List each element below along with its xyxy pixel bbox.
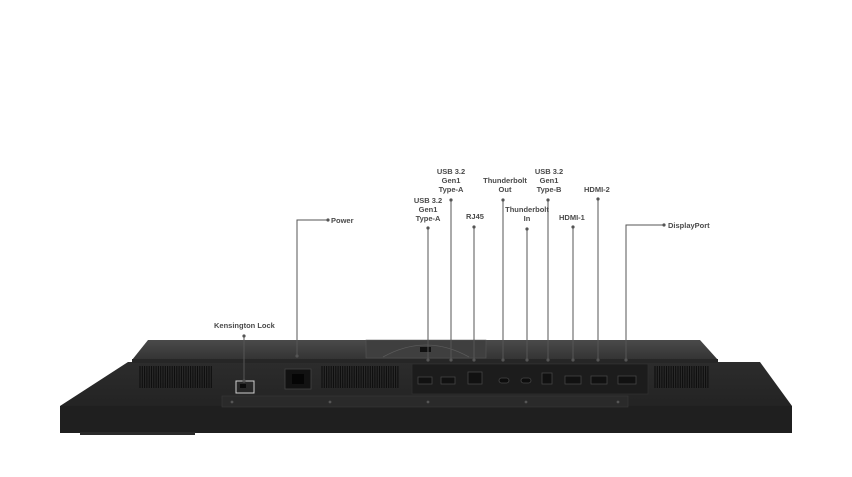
label-kensington-lock: Kensington Lock [214, 321, 275, 330]
label-usb-a-left-line1: USB 3.2 [413, 196, 443, 205]
label-usb-a-left-line2: Gen1 [418, 205, 438, 214]
leader-dot-usb-a-top [449, 198, 453, 202]
label-thunderbolt-in: Thunderbolt In [504, 205, 550, 223]
displayport-port [617, 375, 637, 385]
leader-dot-hdmi-1 [571, 225, 575, 229]
hdmi-2-port [590, 375, 608, 385]
label-thunderbolt-out-line1: Thunderbolt [483, 176, 527, 185]
label-usb-b-line3: Type-B [536, 185, 562, 194]
leader-dot-usb-a-top [449, 358, 453, 362]
vents-right [654, 366, 709, 388]
usb-a-port-1 [417, 376, 433, 385]
label-hdmi-1: HDMI-1 [559, 213, 585, 222]
leader-line-displayport [625, 224, 664, 360]
label-usb-a-top: USB 3.2 Gen1 Type-A [434, 167, 468, 194]
label-usb-a-top-line1: USB 3.2 [436, 167, 466, 176]
label-usb-a-top-line3: Type-A [438, 185, 464, 194]
label-rj45: RJ45 [466, 212, 484, 221]
hdmi-1-port [564, 375, 582, 385]
label-thunderbolt-out: Thunderbolt Out [482, 176, 528, 194]
leader-dot-usb-b [546, 358, 550, 362]
vents-middle [321, 366, 399, 388]
port-panel [411, 363, 649, 395]
leader-dot-hdmi-1 [571, 358, 575, 362]
label-usb-a-top-line2: Gen1 [441, 176, 461, 185]
leader-dot-hdmi-2 [596, 197, 600, 201]
leader-dot-rj45 [472, 225, 476, 229]
leader-lines [242, 197, 666, 383]
leader-dot-usb-a-left [426, 226, 430, 230]
power-socket [284, 368, 312, 390]
leader-dot-tb-in [525, 227, 529, 231]
thunderbolt-in-port [520, 377, 532, 384]
leader-dot-rj45 [472, 358, 476, 362]
leader-dot-tb-out [501, 198, 505, 202]
label-thunderbolt-in-line2: In [523, 214, 531, 223]
leader-dot-displayport [662, 223, 666, 227]
leader-dot-kensington [242, 334, 246, 338]
label-thunderbolt-in-line1: Thunderbolt [505, 205, 549, 214]
leader-dot-displayport [624, 358, 628, 362]
label-power: Power [331, 216, 354, 225]
leader-dot-hdmi-2 [596, 358, 600, 362]
leader-dot-tb-out [501, 358, 505, 362]
leader-dot-kensington [242, 379, 246, 383]
leader-dot-power [295, 354, 299, 358]
label-thunderbolt-out-line2: Out [498, 185, 512, 194]
label-usb-b-line1: USB 3.2 [534, 167, 564, 176]
leader-dot-tb-in [525, 358, 529, 362]
monitor-housing [132, 339, 718, 363]
leader-dot-usb-b [546, 198, 550, 202]
leader-line-power [296, 219, 328, 356]
thunderbolt-out-port [498, 377, 510, 384]
rj45-port [467, 371, 483, 385]
label-usb-a-left-line3: Type-A [415, 214, 441, 223]
label-usb-b: USB 3.2 Gen1 Type-B [532, 167, 566, 194]
label-hdmi-2: HDMI-2 [584, 185, 610, 194]
label-usb-b-line2: Gen1 [539, 176, 559, 185]
usb-b-port [541, 372, 553, 385]
label-usb-a-left: USB 3.2 Gen1 Type-A [411, 196, 445, 223]
label-displayport: DisplayPort [668, 221, 710, 230]
leader-dot-usb-a-left [426, 358, 430, 362]
leader-dot-power [326, 218, 330, 222]
bottom-rail [221, 395, 629, 408]
vents-left [139, 366, 212, 388]
usb-a-port-2 [440, 376, 456, 385]
